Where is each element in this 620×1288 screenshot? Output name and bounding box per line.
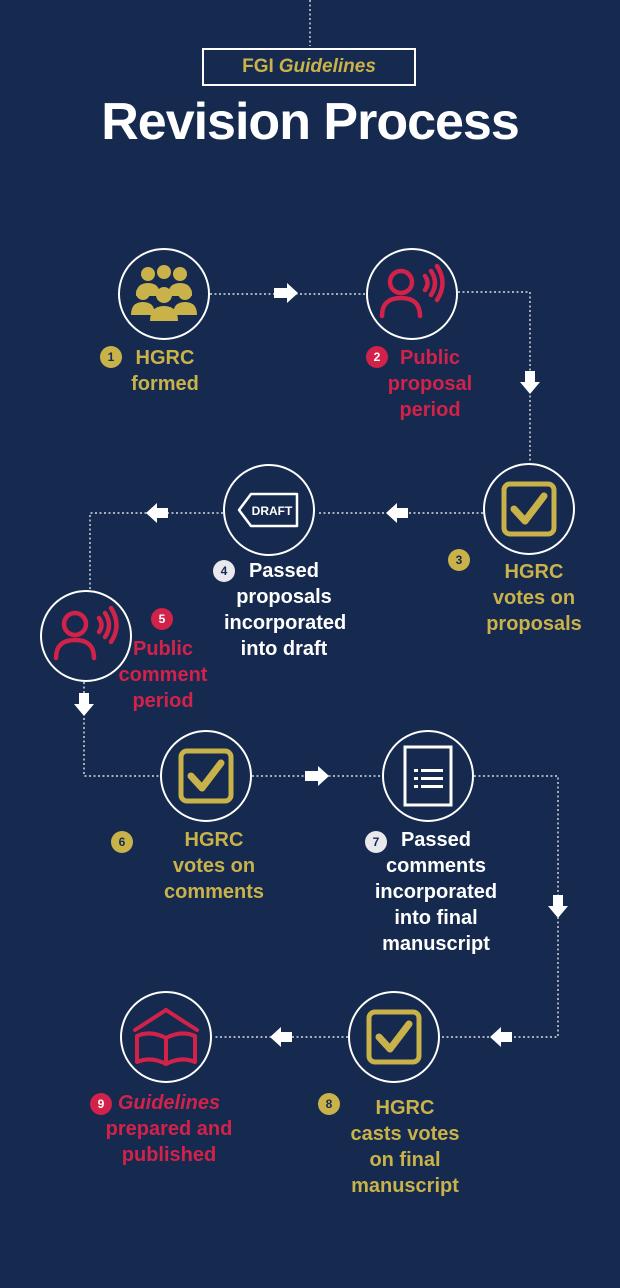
step-6-number: 6	[111, 831, 133, 853]
step-3-node	[483, 463, 575, 555]
label-line: HGRC	[135, 347, 195, 369]
label-line: HGRC	[184, 829, 244, 851]
arrow-right-1	[274, 283, 298, 303]
label-line: casts votes	[350, 1123, 460, 1145]
badge-prefix: FGI	[242, 56, 274, 77]
arrow-down-2	[520, 371, 540, 394]
step-9-label: Guidelines prepared and published	[101, 1090, 237, 1168]
connector-7-8	[442, 775, 559, 1038]
label-line: Public	[399, 347, 460, 369]
arrow-down-7	[548, 895, 568, 918]
label-line: comment	[118, 664, 208, 686]
checkbox-icon	[178, 748, 234, 804]
badge-italic: Guidelines	[278, 56, 376, 77]
label-line: manuscript	[382, 933, 490, 955]
label-line: manuscript	[351, 1175, 459, 1197]
arrow-left-4	[146, 503, 168, 523]
page-title: Revision Process	[101, 93, 520, 151]
label-line: proposal	[387, 373, 473, 395]
label-line: Public	[132, 638, 193, 660]
label-line: prepared and	[105, 1118, 233, 1140]
guidelines-badge: FGI Guidelines	[202, 48, 416, 86]
step-3-number: 3	[448, 549, 470, 571]
step-2-number: 2	[366, 346, 388, 368]
checkbox-icon	[501, 481, 557, 537]
label-line: comments	[163, 881, 265, 903]
label-line: Guidelines	[117, 1092, 221, 1114]
document-icon	[403, 745, 453, 807]
label-line: proposals	[486, 613, 582, 635]
step-8-label: HGRC casts votes on final manuscript	[341, 1095, 469, 1199]
draft-tag-text: DRAFT	[252, 504, 293, 518]
label-line: published	[121, 1144, 217, 1166]
step-4-number: 4	[213, 560, 235, 582]
step-3-label: HGRC votes on proposals	[479, 559, 589, 637]
draft-tag-icon: DRAFT	[237, 492, 299, 528]
label-line: into final	[394, 907, 478, 929]
connector-4-5	[89, 512, 223, 590]
arrow-left-9	[270, 1027, 292, 1047]
label-line: votes on	[492, 587, 576, 609]
label-line: incorporated	[224, 612, 347, 634]
step-8-number: 8	[318, 1093, 340, 1115]
step-1-number: 1	[100, 346, 122, 368]
step-5-label: Public comment period	[113, 636, 213, 714]
step-4-label: Passed proposals incorporated into draft	[224, 558, 347, 662]
step-8-node	[348, 991, 440, 1083]
step-1-node	[118, 248, 210, 340]
arrow-down-5	[74, 693, 94, 716]
label-line: votes on	[172, 855, 256, 877]
group-icon	[131, 265, 197, 321]
step-9-node	[120, 991, 212, 1083]
arrow-right-6	[305, 766, 329, 786]
checkbox-icon	[366, 1009, 422, 1065]
label-line: HGRC	[504, 561, 564, 583]
label-line: period	[399, 399, 461, 421]
step-7-number: 7	[365, 831, 387, 853]
speaker-icon	[379, 264, 445, 319]
label-line: Passed	[248, 560, 320, 582]
label-line: proposals	[236, 586, 332, 608]
label-line: Passed	[400, 829, 472, 851]
connector-5-6	[83, 682, 160, 777]
step-7-node	[382, 730, 474, 822]
step-2-label: Public proposal period	[380, 345, 480, 423]
arrow-left-3	[386, 503, 408, 523]
arrow-left-8	[490, 1027, 512, 1047]
label-line: period	[132, 690, 194, 712]
book-icon	[133, 1008, 199, 1066]
step-6-node	[160, 730, 252, 822]
label-line: HGRC	[375, 1097, 435, 1119]
step-1-label: HGRC formed	[115, 345, 215, 397]
step-7-label: Passed comments incorporated into final …	[373, 827, 499, 957]
label-line: incorporated	[374, 881, 498, 903]
step-5-number: 5	[151, 608, 173, 630]
label-line: into draft	[240, 638, 328, 660]
step-9-number: 9	[90, 1093, 112, 1115]
label-line: comments	[385, 855, 487, 877]
label-line: formed	[131, 373, 199, 395]
step-4-node: DRAFT	[223, 464, 315, 556]
label-line: on final	[369, 1149, 441, 1171]
step-5-node	[40, 590, 132, 682]
connector-2-3	[458, 291, 531, 463]
speaker-icon	[53, 606, 119, 661]
step-2-node	[366, 248, 458, 340]
step-6-label: HGRC votes on comments	[159, 827, 269, 905]
